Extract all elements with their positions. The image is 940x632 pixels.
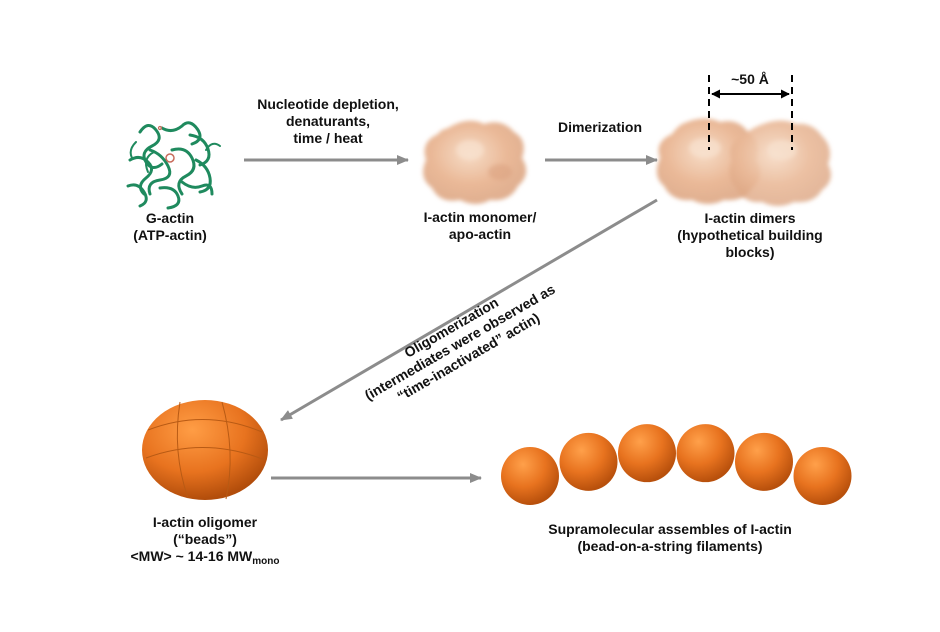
oligomer-label-line1: I-actin oligomer <box>152 514 258 530</box>
monomer-label: I-actin monomer/ apo-actin <box>400 209 560 243</box>
oligomer-label: I-actin oligomer (“beads”) <MW> ~ 14-16 … <box>120 514 290 567</box>
dimers-label-line1: I-actin dimers <box>704 210 796 226</box>
oligomer-bead <box>142 400 268 500</box>
dimers-label-line2: (hypothetical building <box>677 227 823 243</box>
arrow-oligomerization <box>280 198 658 422</box>
oligomer-mw-text: <MW> ~ 14-16 MW <box>130 548 253 564</box>
distance-marker <box>708 75 793 150</box>
depletion-step-line2: denaturants, <box>285 113 370 129</box>
dimerization-step-text: Dimerization <box>557 119 642 135</box>
depletion-step-label: Nucleotide depletion, denaturants, time … <box>230 96 426 147</box>
monomer-label-line1: I-actin monomer/ <box>423 209 537 225</box>
g-actin-label-line2: (ATP-actin) <box>133 227 207 243</box>
depletion-step-line3: time / heat <box>293 130 363 146</box>
monomer-label-line2: apo-actin <box>448 226 512 242</box>
dimers-label: I-actin dimers (hypothetical building bl… <box>665 210 835 261</box>
distance-text: ~50 Å <box>731 71 769 87</box>
oligomer-label-line2: (“beads”) <box>173 531 237 547</box>
filament-bead <box>559 432 618 491</box>
dimer-blob-right <box>729 120 831 206</box>
depletion-step-line1: Nucleotide depletion, <box>257 96 399 112</box>
filament-bead <box>676 424 735 483</box>
oligomer-label-line3: <MW> ~ 14-16 MWmono <box>120 548 290 567</box>
bead-on-a-string-filament <box>501 424 852 505</box>
monomer-blob <box>423 120 527 204</box>
filament-bead <box>735 432 793 491</box>
dimers-label-line3: blocks) <box>725 244 775 260</box>
filaments-label: Supramolecular assembles of I-actin (bea… <box>500 521 840 555</box>
distance-label: ~50 Å <box>715 71 785 88</box>
filament-bead <box>793 447 852 505</box>
g-actin-structure-icon <box>126 121 221 210</box>
filaments-label-line2: (bead-on-a-string filaments) <box>577 538 763 554</box>
g-actin-label: G-actin (ATP-actin) <box>110 210 230 244</box>
filament-bead <box>618 424 676 483</box>
filaments-label-line1: Supramolecular assembles of I-actin <box>548 521 792 537</box>
dimerization-step-label: Dimerization <box>530 119 670 136</box>
filament-bead <box>501 447 559 505</box>
g-actin-label-line1: G-actin <box>145 210 195 226</box>
oligomer-mw-subscript: mono <box>252 556 280 567</box>
